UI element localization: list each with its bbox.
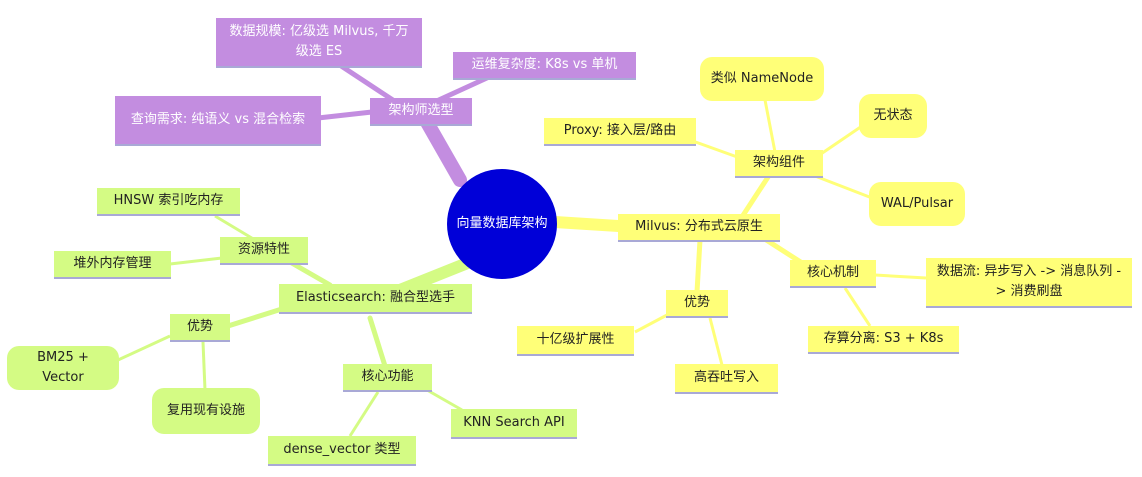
edge-advantages-bm25 <box>117 334 171 362</box>
edge-components-namenode <box>763 99 777 153</box>
reuse-node[interactable]: 复用现有设施 <box>152 388 260 434</box>
es-resources-node[interactable]: 资源特性 <box>220 237 308 265</box>
architect-node[interactable]: 架构师选型 <box>370 98 472 126</box>
root-node[interactable]: 向量数据库架构 <box>447 169 557 279</box>
elasticsearch-node[interactable]: Elasticsearch: 融合型选手 <box>279 284 472 314</box>
es-advantages-node[interactable]: 优势 <box>170 314 230 342</box>
separation-node[interactable]: 存算分离: S3 + K8s <box>808 326 959 354</box>
edge-es-resources <box>287 259 333 288</box>
proxy-node[interactable]: Proxy: 接入层/路由 <box>544 118 696 146</box>
edge-advantages-reuse <box>201 341 207 391</box>
edge-components-wal <box>814 174 873 200</box>
milvus-node[interactable]: Milvus: 分布式云原生 <box>618 214 780 242</box>
edge-resources-offheap <box>169 256 223 266</box>
edge-milvus-advantages <box>694 237 703 295</box>
ops-complexity-node[interactable]: 运维复杂度: K8s vs 单机 <box>453 52 636 80</box>
edge-architect-query <box>315 109 375 121</box>
edge-es-core <box>367 315 388 369</box>
edge-advantages-scale <box>634 313 668 334</box>
milvus-advantages-node[interactable]: 优势 <box>666 290 728 318</box>
edge-core-dataflow <box>874 273 927 280</box>
edge-components-proxy <box>689 138 741 160</box>
data-scale-node[interactable]: 数据规模: 亿级选 Milvus, 千万级选 ES <box>216 18 422 68</box>
scale-node[interactable]: 十亿级扩展性 <box>517 326 634 356</box>
milvus-components-node[interactable]: 架构组件 <box>735 150 823 178</box>
bm25-node[interactable]: BM25 + Vector <box>7 346 119 390</box>
edge-resources-hnsw <box>214 214 256 242</box>
milvus-core-node[interactable]: 核心机制 <box>790 260 876 288</box>
dataflow-node[interactable]: 数据流: 异步写入 -> 消息队列 -> 消费刷盘 <box>926 258 1132 308</box>
knn-node[interactable]: KNN Search API <box>451 409 577 439</box>
hnsw-node[interactable]: HNSW 索引吃内存 <box>97 188 240 216</box>
edge-es-advantages <box>225 305 288 329</box>
dense-vector-node[interactable]: dense_vector 类型 <box>268 436 416 466</box>
edge-core-dense <box>348 391 380 437</box>
stateless-node[interactable]: 无状态 <box>859 94 927 138</box>
query-needs-node[interactable]: 查询需求: 纯语义 vs 混合检索 <box>115 96 321 146</box>
throughput-node[interactable]: 高吞吐写入 <box>675 364 778 394</box>
edge-advantages-throughput <box>708 317 724 366</box>
namenode-node[interactable]: 类似 NameNode <box>700 57 824 101</box>
edge-core-separation <box>843 287 872 327</box>
es-core-node[interactable]: 核心功能 <box>343 364 432 392</box>
offheap-node[interactable]: 堆外内存管理 <box>54 251 171 279</box>
edge-milvus-components <box>737 171 773 223</box>
wal-node[interactable]: WAL/Pulsar <box>869 182 965 226</box>
